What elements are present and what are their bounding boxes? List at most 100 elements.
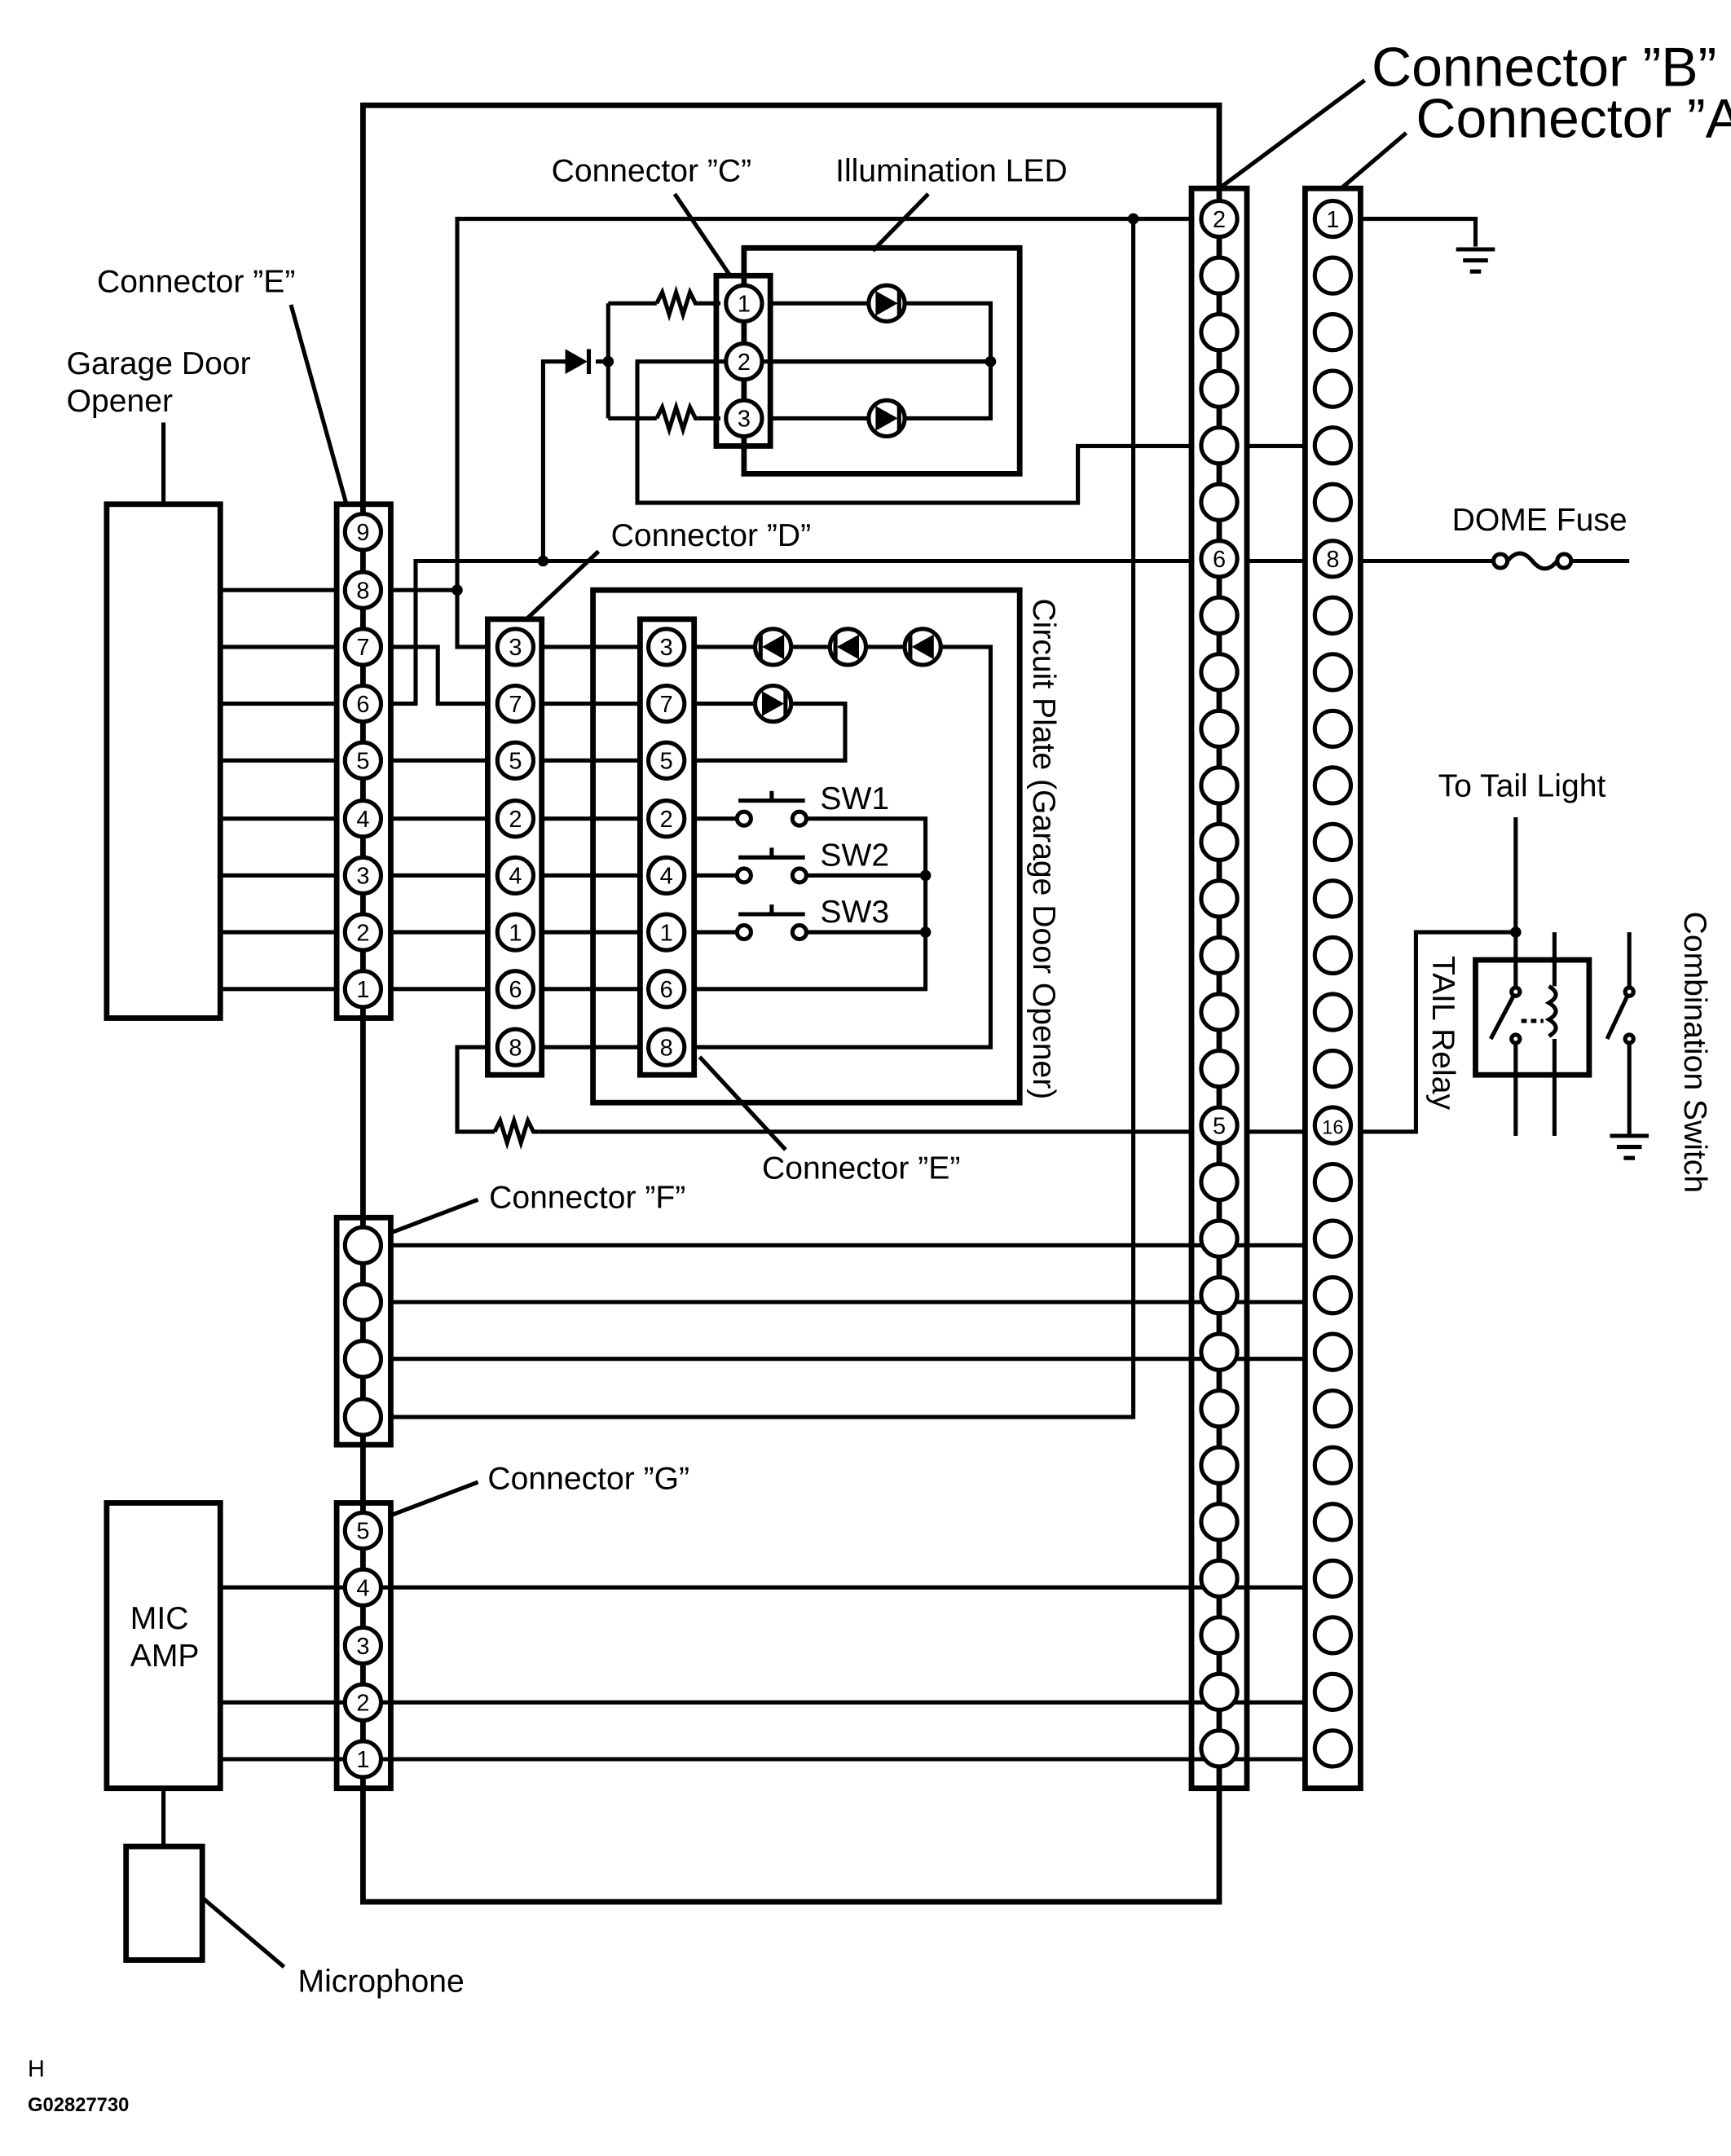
connector-a-pin [1312, 1161, 1354, 1203]
connector-b-pin [1199, 765, 1240, 806]
connector-b-pin [1199, 312, 1240, 353]
connector-b-pin [1199, 595, 1240, 636]
connector-d-pin-7 [495, 683, 536, 724]
circuit-plate-box [590, 587, 1023, 1106]
dome-fuse-label: DOME Fuse [1452, 503, 1627, 538]
connector-e-left-pin-5-label: 5 [356, 748, 369, 774]
connector-d-pin-3 [495, 627, 536, 667]
connector-g-label: Connector ”G” [487, 1461, 689, 1496]
mic-amp-label-2: AMP [130, 1639, 200, 1674]
connector-a-pin [1312, 368, 1354, 409]
resistor-1 [654, 285, 698, 322]
connector-b-pin-5 [1199, 1105, 1240, 1146]
connector-d-pin-2-label: 2 [509, 807, 522, 833]
connector-a-pin [1312, 482, 1354, 522]
connector-b-pin [1199, 652, 1240, 693]
connector-a-pin-1 [1312, 198, 1354, 240]
connector-c-pins: 123 [724, 283, 764, 439]
tail-relay-box [1473, 957, 1592, 1078]
connector-g-pin-4 [342, 1567, 384, 1608]
connector-c-pin-3-label: 3 [738, 407, 751, 433]
connector-g-pin-5 [342, 1510, 384, 1551]
connector-d-pin-6 [495, 969, 536, 1010]
connector-b-pin [1199, 1615, 1240, 1656]
tail-relay-label: TAIL Relay [1425, 956, 1460, 1110]
junction-dots [451, 213, 1522, 938]
circuit-plate-label: Circuit Plate (Garage Door Opener) [1026, 598, 1061, 1099]
connector-e-plate-pin-8 [646, 1027, 687, 1067]
microphone-box [123, 1843, 205, 1963]
connector-d-housing [485, 616, 545, 1078]
connector-b-pin-6-label: 6 [1213, 547, 1226, 573]
connector-b-pin [1199, 1445, 1240, 1485]
connector-e-left-pin-9 [342, 512, 384, 552]
connector-e-left-pin-8-label: 8 [356, 578, 369, 604]
combination-switch-contacts [1623, 985, 1636, 1045]
connector-g-pin-3-label: 3 [356, 1634, 369, 1660]
connector-a-pin [1312, 1218, 1354, 1259]
diode [565, 349, 592, 375]
connector-f-label: Connector ”F” [489, 1180, 685, 1215]
connector-a-pin-16 [1312, 1105, 1354, 1146]
connector-d-pin-8-label: 8 [509, 1035, 522, 1061]
connector-a-pin [1312, 765, 1354, 806]
connector-e-plate-pin-6-label: 6 [660, 977, 673, 1003]
connector-e-left-pin-4-label: 4 [356, 807, 369, 833]
connector-b-pin-2-label: 2 [1213, 207, 1226, 233]
connector-b-label: Connector ”B” [1372, 36, 1716, 98]
connector-e-plate-pin-1-label: 1 [660, 920, 673, 946]
connector-b-pin [1199, 1388, 1240, 1429]
connector-b-pin [1199, 1558, 1240, 1599]
connector-a-pin [1312, 652, 1354, 693]
connector-e-plate-pin-2 [646, 799, 687, 839]
connector-a-pin [1312, 821, 1354, 863]
connector-b-pin [1199, 878, 1240, 919]
connector-a-pin-1-label: 1 [1326, 207, 1339, 233]
connector-b-pin [1199, 821, 1240, 863]
main-housing-box [360, 102, 1222, 1905]
connector-e-left-pin-1-label: 1 [356, 977, 369, 1003]
connector-b-pin-6 [1199, 539, 1240, 579]
connector-d-label: Connector ”D” [611, 518, 812, 553]
connector-d-pin-7-label: 7 [509, 692, 522, 718]
connector-d-pin-1 [495, 912, 536, 953]
connector-e-left-pin-5 [342, 740, 384, 781]
connector-g-pin-2 [342, 1682, 384, 1723]
dome-fuse-symbol [1491, 551, 1574, 571]
combination-switch-label: Combination Switch [1677, 912, 1712, 1194]
connector-c-label: Connector ”C” [552, 154, 752, 189]
connector-b-pin-5-label: 5 [1213, 1113, 1226, 1139]
connector-a-label: Connector ”A” [1416, 87, 1731, 149]
connector-a-pin [1312, 255, 1354, 296]
connector-e-left-housing [333, 501, 394, 1021]
connector-a-pin [1312, 1728, 1354, 1769]
connector-a-pin [1312, 1331, 1354, 1372]
connector-b-pin [1199, 708, 1240, 750]
connector-e-left-pin-8 [342, 570, 384, 610]
connector-b-pin [1199, 1331, 1240, 1372]
connector-a-pin [1312, 1275, 1354, 1316]
connector-g-pin-3 [342, 1625, 384, 1666]
connector-b-pin [1199, 935, 1240, 976]
connector-e-left-pin-3 [342, 855, 384, 896]
connector-e-left-pin-4 [342, 799, 384, 839]
ground-symbol-a1 [1456, 247, 1495, 274]
switch-sw2 [734, 847, 808, 885]
connector-b-pin [1199, 992, 1240, 1032]
illumination-led-label: Illumination LED [835, 154, 1068, 189]
connector-c-pin-2 [724, 341, 764, 382]
connector-e-left-pin-9-label: 9 [356, 520, 369, 546]
connector-a-pin [1312, 935, 1354, 976]
connector-g-pin-4-label: 4 [356, 1575, 369, 1601]
tail-relay-coil [1509, 984, 1558, 1045]
garage-door-opener-box [104, 501, 223, 1021]
connector-e-plate-pin-6 [646, 969, 687, 1010]
connector-a-pin [1312, 312, 1354, 353]
connector-d-pin-5 [495, 740, 536, 781]
connector-g-pin-2-label: 2 [356, 1691, 369, 1717]
connector-e-left-pin-2 [342, 912, 384, 953]
connector-e-plate-housing [637, 616, 698, 1078]
connector-d-pin-1-label: 1 [509, 920, 522, 946]
